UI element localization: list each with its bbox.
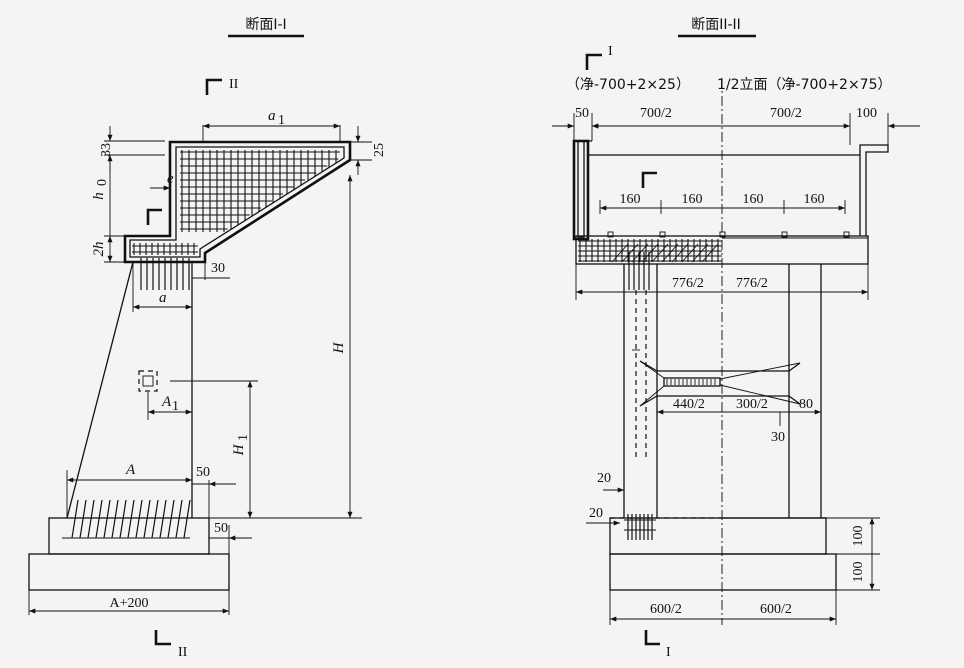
svg-text:h: h (91, 192, 107, 200)
right-section: I I （净-700+2×25） 1/2立面（净-700+2×75） (552, 44, 920, 660)
svg-text:30: 30 (211, 261, 225, 276)
left-section: II II a 1 (28, 77, 387, 660)
svg-text:600/2: 600/2 (760, 602, 792, 617)
svg-text:II: II (178, 645, 188, 660)
svg-text:H: H (331, 341, 347, 354)
svg-text:50: 50 (575, 106, 589, 121)
svg-text:A: A (125, 462, 136, 478)
svg-text:2h: 2h (91, 242, 107, 257)
svg-text:20: 20 (597, 471, 611, 486)
svg-text:a: a (159, 290, 167, 306)
svg-text:30: 30 (771, 430, 785, 445)
svg-text:断面I-I: 断面I-I (245, 17, 286, 33)
footing-lower (28, 553, 230, 591)
title-right: 断面II-II (678, 17, 756, 38)
svg-text:A: A (161, 394, 172, 410)
footing-upper (48, 517, 210, 555)
svg-text:160: 160 (620, 192, 641, 207)
svg-text:A+200: A+200 (109, 596, 148, 611)
section-mark-bottom-right: I (644, 630, 671, 660)
svg-text:100: 100 (856, 106, 877, 121)
svg-text:1: 1 (236, 434, 251, 441)
column-top-rebars (140, 258, 190, 290)
svg-text:100: 100 (851, 562, 866, 583)
svg-text:50: 50 (214, 521, 228, 536)
rebar-mesh-right (578, 237, 868, 263)
svg-text:160: 160 (743, 192, 764, 207)
svg-text:776/2: 776/2 (672, 276, 704, 291)
svg-text:160: 160 (682, 192, 703, 207)
svg-text:I: I (608, 44, 613, 59)
svg-text:700/2: 700/2 (640, 106, 672, 121)
section-mark-top-left: II (205, 77, 239, 95)
svg-text:1: 1 (172, 399, 179, 414)
section-mark-bottom-left: II (154, 630, 188, 660)
svg-text:33: 33 (99, 143, 114, 157)
svg-text:断面II-II: 断面II-II (691, 17, 741, 33)
svg-text:600/2: 600/2 (650, 602, 682, 617)
svg-text:160: 160 (804, 192, 825, 207)
caption-left: （净-700+2×25） (566, 77, 690, 93)
svg-text:700/2: 700/2 (770, 106, 802, 121)
caption-mid: 1/2立面（净-700+2×75） (717, 77, 892, 93)
title-left: 断面I-I (228, 17, 304, 38)
svg-text:I: I (666, 645, 671, 660)
column-rebars-right (628, 252, 650, 460)
svg-text:20: 20 (589, 506, 603, 521)
svg-text:80: 80 (799, 397, 813, 412)
section-mark-top-right: I (585, 44, 613, 70)
svg-text:0: 0 (95, 179, 110, 186)
svg-text:50: 50 (196, 465, 210, 480)
svg-text:776/2: 776/2 (736, 276, 768, 291)
cap-beam-right (575, 235, 869, 265)
svg-text:II: II (229, 77, 239, 92)
svg-text:440/2: 440/2 (673, 397, 705, 412)
svg-text:a: a (268, 108, 276, 124)
svg-text:100: 100 (851, 526, 866, 547)
svg-text:300/2: 300/2 (736, 397, 768, 412)
svg-text:H: H (231, 443, 247, 456)
svg-text:e: e (167, 171, 174, 187)
rebar-mesh-cap (132, 150, 340, 255)
svg-text:1: 1 (278, 113, 285, 128)
footing-rebars (62, 499, 191, 539)
svg-text:25: 25 (372, 143, 387, 157)
